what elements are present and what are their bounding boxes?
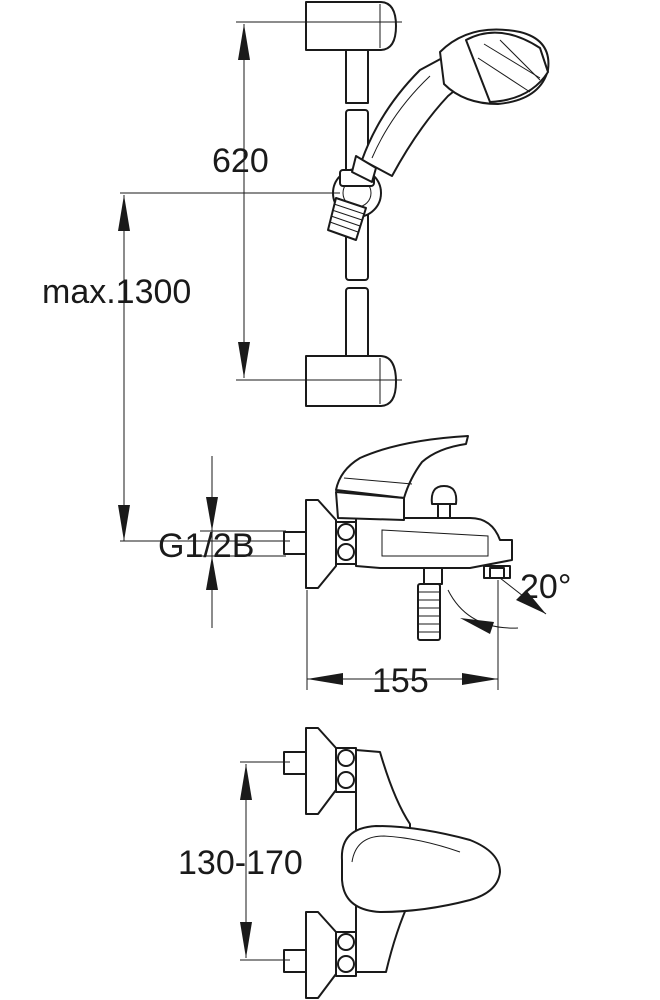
lever-handle — [335, 435, 469, 499]
hose-connector — [327, 197, 367, 241]
mixer-body — [355, 517, 513, 569]
hose-thread — [417, 567, 443, 641]
shower-rail-assembly — [120, 1, 550, 407]
rail-tube-upper — [345, 47, 369, 104]
diverter-knob — [430, 485, 458, 519]
mixer-side-view — [120, 435, 513, 641]
dim-max-height: max.1300 — [42, 195, 191, 541]
dim-rail-length-label: 620 — [212, 142, 269, 180]
dim-rail-length: 620 — [212, 24, 269, 378]
hand-shower — [351, 28, 550, 183]
rail-top-bracket — [305, 1, 397, 51]
rail-bottom-bracket — [305, 355, 397, 407]
dim-inlet-centres-label: 130-170 — [178, 844, 303, 882]
lever-front — [340, 825, 501, 913]
dim-max-height-label: max.1300 — [42, 273, 191, 311]
dim-spout-angle: 20° — [447, 568, 571, 634]
dim-inlet-centres: 130-170 — [178, 764, 303, 958]
dim-spout-projection-label: 155 — [372, 662, 429, 700]
wall-flange — [305, 499, 337, 589]
dim-spout-angle-label: 20° — [520, 568, 571, 606]
dim-thread: G1/2B — [158, 456, 286, 628]
mixer-front-view — [240, 727, 501, 999]
dim-spout-projection: 155 — [306, 580, 499, 700]
dim-thread-label: G1/2B — [158, 527, 254, 565]
inlet-stub — [283, 531, 309, 555]
rail-tube-lower — [345, 287, 369, 359]
